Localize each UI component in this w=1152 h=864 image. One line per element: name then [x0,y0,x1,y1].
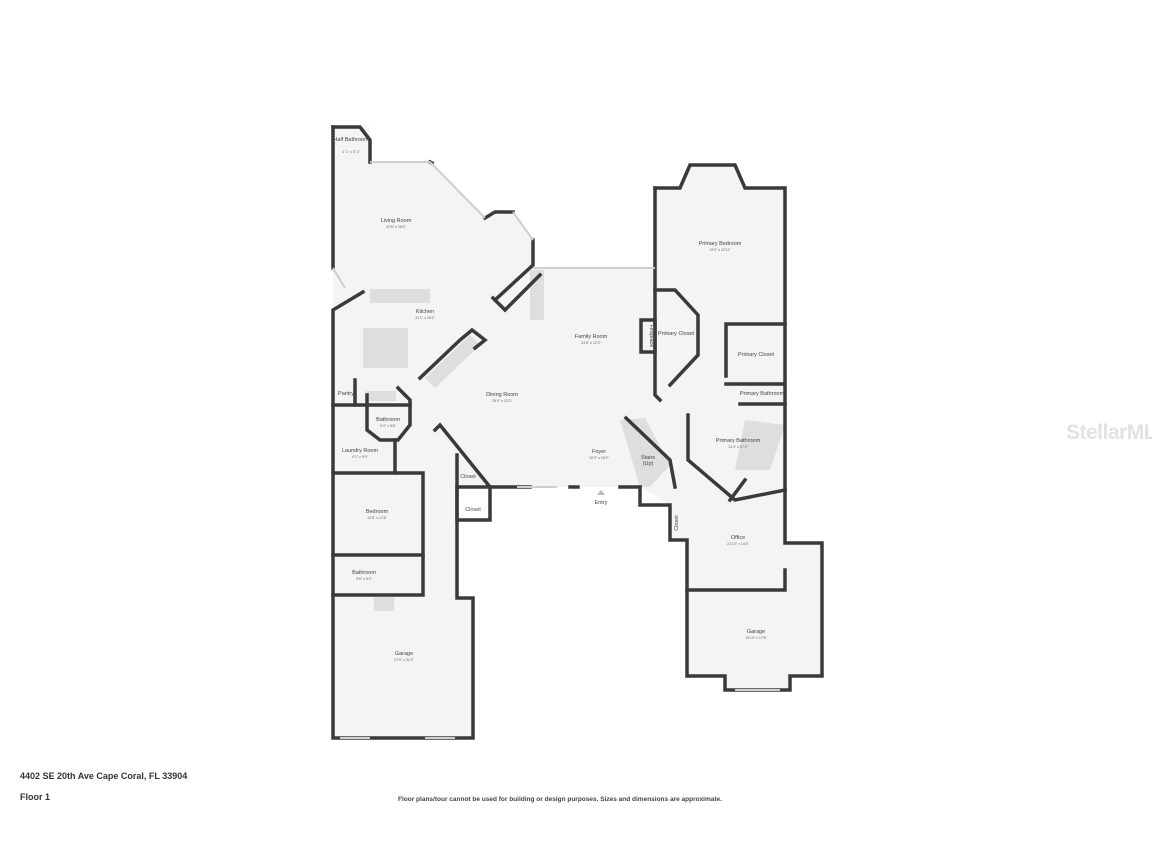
room-dining-room-label: Dining Room [486,392,518,398]
room-bathroom-label: Bathroom [352,570,376,576]
disclaimer: Floor plans/tour cannot be used for buil… [398,796,722,803]
room-dim: 14'4" x 17'4" [728,445,748,449]
room-half-bathroom-label: Half Bathroom [333,137,369,143]
room-living-room-label: Living Room [381,218,412,224]
room-primary-closet-label: Primary Closet [738,352,775,358]
room-dim: 25'4" x 23'3" [492,399,512,403]
windows [332,161,780,739]
floor-label: Floor 1 [20,792,51,802]
room-bathroom-label: Bathroom [376,417,400,423]
room-garage-label: Garage [747,629,765,635]
stairs-label: Stairs [641,455,655,461]
room-foyer-label: Foyer [592,449,606,455]
room-garage-label: Garage [395,651,413,657]
fireplace-label: Fireplace [648,325,654,348]
room-primary-bedroom-label: Primary Bedroom [699,241,742,247]
room-dim: 21'10" x 14'0" [727,542,749,546]
room-dim: 9'1" x 9'9" [352,455,368,459]
room-dim: 4' 1" x 5' 2" [342,150,360,154]
room-labels: Half Bathroom 4' 1" x 5' 2" Living Room … [333,137,784,662]
room-dim: 21'9" x 31'0" [394,658,414,662]
room-dim: 22'6" x 28'9" [386,225,406,229]
room-bedroom-label: Bedroom [366,509,389,515]
room-dim: 6'4" x 5'6" [380,424,396,428]
closet-label: Closet [460,474,476,480]
walls [331,125,824,740]
stairs-note: (Up) [643,461,654,467]
room-family-room-label: Family Room [575,334,608,340]
room-dim: 10'2" x 16'0" [589,456,609,460]
room-primary-bathroom-small-label: Primary Bathroom [740,391,785,397]
room-pantry-label: Pantry [338,391,354,397]
room-dim: 9'6" x 5'2" [356,577,372,581]
room-office-label: Office [731,535,745,541]
room-kitchen-label: Kitchen [416,309,434,315]
room-dim: 31'1" x 28'4" [415,316,435,320]
room-dim: 13'8" x 12'8" [367,516,387,520]
entry-label: Entry [595,500,608,506]
room-primary-closet-label: Primary Closet [658,331,695,337]
closet-label: Closet [465,507,481,513]
room-laundry-label: Laundry Room [342,448,378,454]
room-dim: 19'10" x 17'5" [745,636,767,640]
property-address: 4402 SE 20th Ave Cape Coral, FL 33904 [20,771,188,781]
watermark-logo: StellarMLS [1066,421,1152,444]
room-dim: 23'6" x 22'0" [581,341,601,345]
entry-arrow-icon [597,490,605,495]
room-dim: 19'3" x 22'11" [709,248,731,252]
room-primary-bathroom-label: Primary Bathroom [716,438,761,444]
closet-label: Closet [674,515,680,531]
